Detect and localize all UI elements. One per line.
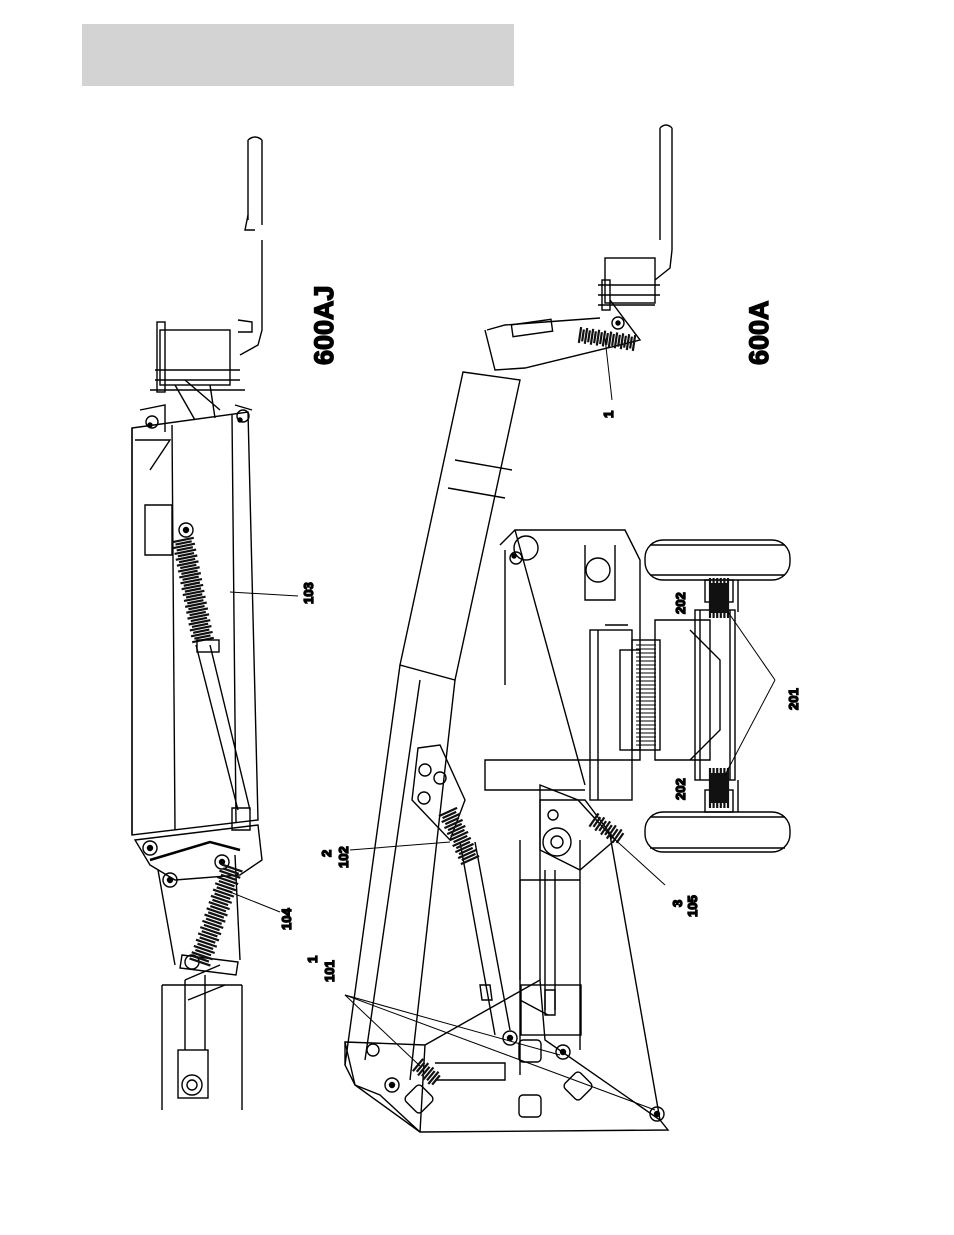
callout-201: 201 — [786, 688, 801, 710]
bellows-rib — [606, 333, 608, 345]
callout-101: 101 — [322, 960, 337, 982]
bellows-rib — [624, 336, 626, 348]
bellows-105 — [589, 813, 623, 843]
bellows-rib — [609, 332, 611, 348]
bellows-rib — [579, 327, 581, 343]
callout-1-boom: 1 — [305, 956, 320, 963]
bellows-rib — [585, 328, 587, 344]
bellows-rib — [600, 332, 602, 344]
leader-lines — [225, 338, 775, 1110]
bellows-rib — [594, 331, 596, 343]
bellows-rib — [630, 337, 632, 349]
model-label-600a: 600A — [744, 300, 774, 365]
callout-102: 102 — [336, 846, 351, 868]
bellows-rib — [582, 330, 584, 342]
bellows-104 — [190, 864, 243, 965]
bellows-rib — [627, 334, 629, 350]
bellows-rib — [612, 334, 614, 346]
bellows-103 — [172, 523, 219, 652]
bellows-rib — [621, 333, 623, 349]
callout-202-top: 202 — [673, 592, 688, 614]
callout-2: 2 — [319, 850, 334, 857]
bellows-rib — [588, 330, 590, 342]
callout-3: 3 — [670, 900, 685, 907]
boom-assembly-600a — [345, 125, 790, 1132]
bellows-201-top — [710, 578, 728, 618]
model-label-600aj: 600AJ — [309, 285, 339, 365]
bellows-rib — [633, 335, 635, 351]
callout-105: 105 — [685, 895, 700, 917]
callout-103: 103 — [301, 582, 316, 604]
bellows-rib — [591, 329, 593, 345]
callout-104: 104 — [279, 908, 294, 930]
bellows-rib — [597, 330, 599, 346]
callout-1-jib: 1 — [601, 411, 616, 418]
callout-202-bottom: 202 — [673, 778, 688, 800]
